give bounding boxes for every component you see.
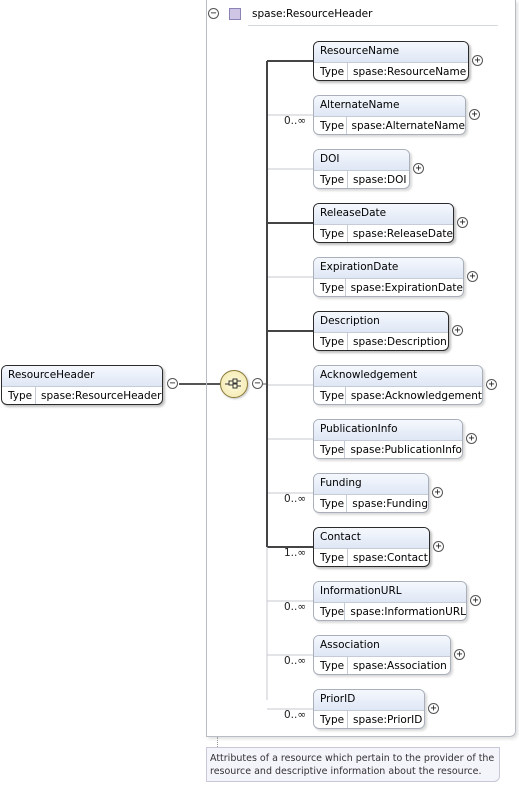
type-value: spase:Funding — [352, 498, 428, 510]
occurrence-label: 1..∞ — [284, 547, 307, 559]
element-name: InformationURL — [314, 582, 466, 603]
type-value: spase:ReleaseDate — [352, 228, 453, 240]
type-label: Type — [314, 441, 346, 458]
expand-plus-icon[interactable]: + — [469, 109, 480, 120]
sequence-glyph-icon — [225, 378, 241, 389]
element-name: Acknowledgement — [314, 366, 482, 387]
expand-plus-icon[interactable]: + — [432, 487, 443, 498]
type-label: Type — [314, 225, 348, 242]
type-label: Type — [314, 279, 346, 296]
complex-type-header: − spase:ResourceHeader — [208, 5, 498, 26]
element-name: Contact — [314, 528, 429, 549]
expand-plus-icon[interactable]: + — [433, 541, 444, 552]
type-label: Type — [314, 117, 347, 134]
type-label: Type — [314, 63, 348, 80]
type-value: spase:PublicationInfo — [350, 444, 462, 456]
expand-plus-icon[interactable]: + — [467, 271, 478, 282]
type-value: spase:ResourceName — [353, 66, 467, 78]
complex-type-icon — [229, 8, 241, 20]
complex-type-container — [206, 0, 516, 737]
header-divider — [248, 25, 498, 26]
expand-plus-icon[interactable]: + — [470, 595, 481, 606]
element-name: ReleaseDate — [314, 204, 453, 225]
element-name: ExpirationDate — [314, 258, 463, 279]
element-name: Association — [314, 636, 450, 657]
type-label: Type — [314, 657, 348, 674]
type-value: spase:PriorID — [353, 714, 423, 726]
occurrence-label: 0..∞ — [284, 709, 307, 721]
element-name: Description — [314, 312, 448, 333]
type-value: spase:DOI — [353, 174, 407, 186]
expand-plus-icon[interactable]: + — [486, 379, 497, 390]
type-label: Type — [314, 495, 348, 512]
type-label: Type — [314, 549, 348, 566]
documentation-connector — [217, 737, 218, 747]
element-name: AlternateName — [314, 96, 465, 117]
expand-plus-icon[interactable]: + — [452, 325, 463, 336]
type-label: Type — [314, 711, 348, 728]
collapse-toggle-icon[interactable]: − — [208, 8, 219, 19]
type-value: spase:InformationURL — [350, 606, 466, 618]
occurrence-label: 0..∞ — [284, 115, 307, 127]
element-name: ResourceHeader — [2, 366, 162, 387]
root-element-resourceheader[interactable]: ResourceHeader Type spase:ResourceHeader — [1, 365, 163, 405]
expand-plus-icon[interactable]: + — [413, 163, 424, 174]
expand-plus-icon[interactable]: + — [428, 703, 439, 714]
expand-plus-icon[interactable]: + — [457, 217, 468, 228]
type-label: Type — [314, 603, 346, 620]
expand-plus-icon[interactable]: + — [454, 649, 465, 660]
documentation-box: Attributes of a resource which pertain t… — [206, 737, 500, 782]
type-value: spase:Association — [353, 660, 447, 672]
complex-type-title: spase:ResourceHeader — [252, 8, 373, 20]
element-name: ResourceName — [314, 42, 468, 63]
sequence-collapse-toggle-icon[interactable]: − — [252, 378, 263, 389]
occurrence-label: 0..∞ — [284, 601, 307, 613]
type-value: spase:Acknowledgement — [350, 390, 482, 402]
expand-plus-icon[interactable]: + — [466, 433, 477, 444]
type-label: Type — [314, 171, 348, 188]
element-name: PriorID — [314, 690, 424, 711]
documentation-text: Attributes of a resource which pertain t… — [210, 753, 495, 777]
type-label: Type — [314, 333, 348, 350]
element-name: Funding — [314, 474, 428, 495]
occurrence-label: 0..∞ — [284, 493, 307, 505]
sequence-compositor-icon[interactable] — [220, 370, 248, 398]
root-collapse-toggle-icon[interactable]: − — [167, 378, 178, 389]
type-value: spase:Description — [353, 336, 447, 348]
type-value: spase:ExpirationDate — [350, 282, 463, 294]
type-value: spase:Contact — [353, 552, 428, 564]
occurrence-label: 0..∞ — [284, 655, 307, 667]
type-value: spase:AlternateName — [351, 120, 466, 132]
type-value: spase:ResourceHeader — [41, 390, 162, 402]
type-label: Type — [314, 387, 346, 404]
element-name: DOI — [314, 150, 409, 171]
expand-plus-icon[interactable]: + — [472, 55, 483, 66]
element-name: PublicationInfo — [314, 420, 462, 441]
type-label: Type — [2, 387, 36, 404]
